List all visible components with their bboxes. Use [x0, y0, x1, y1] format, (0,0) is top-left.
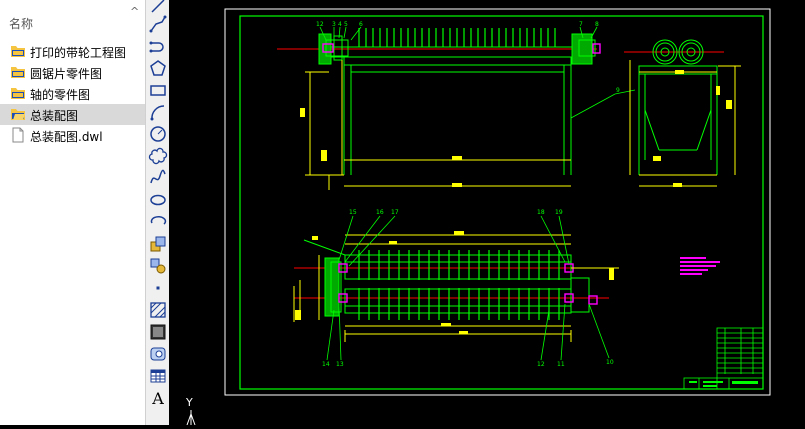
rectangle-tool[interactable] — [148, 80, 168, 100]
arc-tool[interactable] — [148, 102, 168, 122]
file-item-label: 总装配图 — [30, 109, 79, 123]
front-view-dimension-text — [300, 108, 462, 187]
make-block-icon — [150, 258, 166, 274]
gradient-tool[interactable] — [148, 322, 168, 342]
insert-block-icon — [150, 236, 166, 252]
sheet-outer-border — [224, 8, 771, 396]
polyline-arc-tool[interactable] — [148, 37, 168, 57]
technical-notes — [680, 257, 720, 275]
polygon-tool[interactable] — [148, 58, 168, 78]
ellipse-arc-icon — [150, 216, 167, 225]
front-view-highlights — [322, 43, 601, 54]
region-icon — [150, 347, 166, 361]
plan-view-dimension-text — [295, 231, 614, 334]
insert-block-tool[interactable] — [148, 234, 168, 254]
svg-text:3: 3 — [332, 21, 336, 28]
svg-text:8: 8 — [595, 21, 599, 28]
ellipse-icon — [150, 194, 166, 206]
file-item-shaft-drawing[interactable]: 轴的零件图 — [0, 83, 145, 104]
file-item-assembly-dwl[interactable]: 总装配图.dwl — [0, 125, 145, 146]
file-panel: 名称 ^ 打印的带轮工程图 圆锯片零件图 轴的零件图 总装配图 总装配图.dwl — [0, 0, 145, 425]
hatch-tool[interactable] — [148, 300, 168, 320]
text-tool-glyph: A — [151, 389, 164, 408]
ucs-icon: Y — [185, 396, 196, 426]
name-column-header[interactable]: 名称 — [9, 17, 34, 31]
table-tool[interactable] — [148, 366, 168, 386]
file-icon — [12, 127, 24, 143]
polygon-icon — [150, 60, 166, 76]
front-view-callout-labels: 12 3 4 5 6 7 8 9 — [316, 21, 620, 94]
polyline-tool[interactable] — [148, 14, 168, 34]
side-view-dimension-text — [653, 70, 732, 187]
file-item-label: 总装配图.dwl — [30, 130, 103, 144]
svg-text:16: 16 — [376, 209, 384, 216]
multiline-text-tool[interactable]: A — [148, 388, 168, 408]
svg-text:18: 18 — [537, 209, 545, 216]
front-view — [277, 28, 597, 175]
svg-text:12: 12 — [316, 21, 324, 28]
svg-text:15: 15 — [349, 209, 357, 216]
drawing-canvas[interactable]: 12 3 4 5 6 7 8 9 — [169, 0, 805, 426]
svg-text:9: 9 — [616, 87, 620, 94]
front-view-dimensions — [305, 60, 571, 190]
svg-text:11: 11 — [557, 361, 565, 368]
svg-text:17: 17 — [391, 209, 399, 216]
collapse-chevron-icon[interactable]: ^ — [130, 5, 140, 18]
table-icon — [150, 369, 166, 383]
circle-icon — [150, 126, 166, 142]
plan-view-callouts — [326, 215, 610, 361]
arc-icon — [150, 105, 165, 121]
point-icon — [156, 286, 160, 290]
hatch-icon — [150, 302, 166, 318]
sheet-inner-border — [239, 15, 764, 390]
revision-cloud-tool[interactable] — [148, 146, 168, 166]
file-item-pulley-drawing[interactable]: 打印的带轮工程图 — [0, 41, 145, 62]
svg-text:6: 6 — [359, 21, 363, 28]
svg-text:13: 13 — [336, 361, 344, 368]
file-item-label: 轴的零件图 — [30, 88, 91, 102]
file-panel-header: 名称 ^ — [0, 0, 145, 31]
side-view-dimensions — [629, 60, 741, 187]
spline-icon — [150, 169, 166, 184]
svg-text:10: 10 — [606, 359, 614, 366]
file-item-label: 圆锯片零件图 — [30, 67, 103, 81]
folder-icon — [11, 67, 25, 78]
multiline-text-icon: A — [151, 389, 164, 408]
svg-text:14: 14 — [322, 361, 330, 368]
polyline-arc-icon — [149, 41, 164, 53]
ucs-y-label: Y — [185, 396, 193, 409]
ellipse-arc-tool[interactable] — [148, 212, 168, 232]
revision-cloud-icon — [148, 147, 168, 165]
point-tool[interactable] — [148, 278, 168, 298]
svg-text:12: 12 — [537, 361, 545, 368]
draw-toolbar: A — [145, 0, 170, 425]
file-item-saw-blade-drawing[interactable]: 圆锯片零件图 — [0, 62, 145, 83]
svg-text:7: 7 — [579, 21, 583, 28]
file-item-label: 打印的带轮工程图 — [30, 46, 127, 60]
folder-icon — [11, 46, 25, 57]
line-tool[interactable] — [148, 0, 168, 16]
plan-view-dimensions — [293, 234, 619, 342]
file-item-assembly-drawing[interactable]: 总装配图 — [0, 104, 145, 125]
region-tool[interactable] — [148, 344, 168, 364]
line-icon — [151, 0, 165, 13]
rectangle-icon — [150, 85, 166, 96]
title-block-text — [689, 381, 758, 387]
front-view-callouts — [319, 26, 636, 119]
folder-icon — [11, 88, 25, 99]
svg-text:19: 19 — [555, 209, 563, 216]
ellipse-tool[interactable] — [148, 190, 168, 210]
side-view — [624, 39, 724, 175]
gradient-icon — [150, 324, 166, 340]
plan-view-callout-labels: 15 16 17 18 19 14 13 12 11 10 — [322, 209, 614, 368]
open-folder-icon — [11, 109, 25, 120]
spline-tool[interactable] — [148, 168, 168, 188]
make-block-tool[interactable] — [148, 256, 168, 276]
cad-drawing: 12 3 4 5 6 7 8 9 — [185, 8, 771, 426]
circle-tool[interactable] — [148, 124, 168, 144]
polyline-icon — [149, 15, 167, 33]
svg-text:4: 4 — [338, 21, 342, 28]
svg-text:5: 5 — [344, 21, 348, 28]
title-block — [683, 327, 764, 390]
